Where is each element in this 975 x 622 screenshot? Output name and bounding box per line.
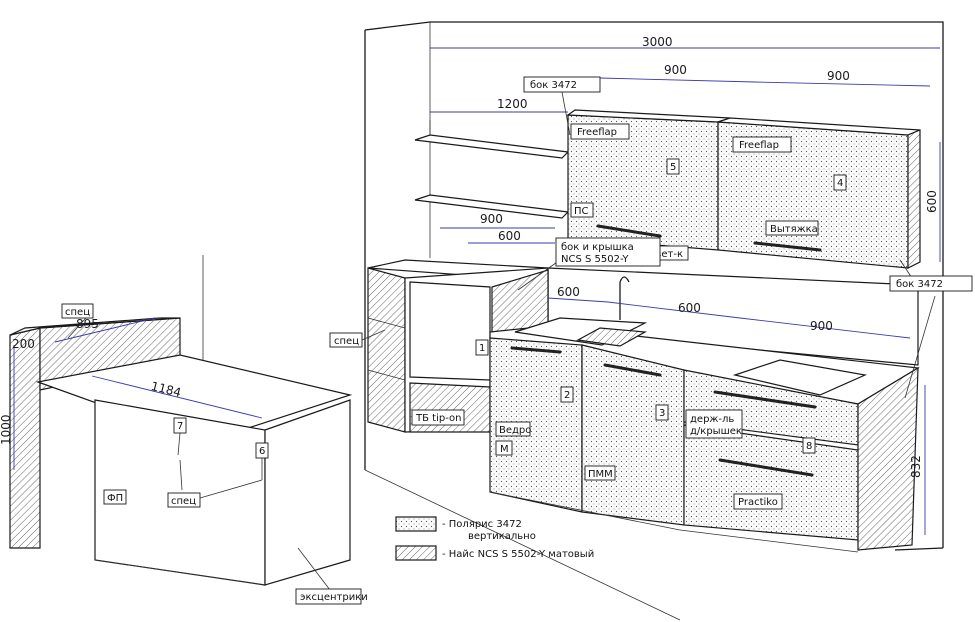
svg-text:ФП: ФП [107,493,123,504]
svg-text:держ-ль: держ-ль [690,414,734,425]
svg-text:бок 3472: бок 3472 [530,80,577,91]
label-ekscentriki: эксцентрики [295,588,368,605]
svg-text:Ведро: Ведро [499,425,531,436]
upper-cabinets [566,109,921,269]
svg-text:1000: 1000 [0,414,13,445]
label-practika: Practiko [733,493,783,510]
countertop [489,276,920,405]
svg-text:8: 8 [806,441,812,452]
marker-6: 6 [255,442,269,459]
marker-1: 1 [475,339,489,356]
svg-text:бок 3472: бок 3472 [896,279,943,290]
label-pmm: ПММ [584,465,616,481]
svg-text:600: 600 [678,301,701,315]
dimension-text: 3000 900 900 1200 600 900 600 600 600 90… [0,35,939,478]
svg-text:- Найс NCS S 5502-Y матовый: - Найс NCS S 5502-Y матовый [442,549,594,560]
svg-text:3: 3 [659,408,665,419]
svg-text:2: 2 [564,390,570,401]
label-spec-island-bottom: спец [167,492,201,508]
svg-text:900: 900 [480,212,503,226]
svg-text:вертикально: вертикально [468,531,536,542]
label-bok-right: бок 3472 [889,275,973,292]
wall-shelves [414,120,570,219]
svg-text:Freeflap: Freeflap [577,127,617,138]
label-freeflap-left: Freeflap [570,123,630,140]
svg-text:свет-к: свет-к [650,249,683,260]
marker-7: 7 [173,417,187,434]
base-cabinet-3 [581,344,685,526]
label-spec-tall: спец [329,332,363,348]
label-vedro: Ведро [495,421,531,437]
svg-text:спец: спец [65,307,90,318]
svg-text:спец: спец [334,336,359,347]
svg-text:Freeflap: Freeflap [739,140,779,151]
svg-text:600: 600 [557,285,580,299]
legend-item-nais: - Найс NCS S 5502-Y матовый [395,545,594,561]
svg-text:бок и крышка: бок и крышка [561,242,634,253]
svg-text:200: 200 [12,337,35,351]
svg-text:6: 6 [259,446,265,457]
svg-text:600: 600 [925,190,939,213]
label-bok-krishka: бок и крышка NCS S 5502-Y [555,237,661,267]
svg-text:832: 832 [909,455,923,478]
svg-text:д/крышек: д/крышек [690,426,742,437]
base-cabinet-8 [683,424,859,541]
svg-text:3000: 3000 [642,35,673,49]
marker-8: 8 [802,437,816,454]
base-cabinets [489,337,919,553]
svg-text:Вытяжка: Вытяжка [770,224,818,235]
svg-text:900: 900 [664,63,687,77]
label-bok-top: бок 3472 [523,76,601,93]
marker-2: 2 [560,386,574,403]
svg-text:NCS S 5502-Y: NCS S 5502-Y [561,254,629,265]
label-spec-island: спец [61,303,94,319]
svg-text:900: 900 [827,69,850,83]
legend: - Полярис 3472 вертикально - Найс NCS S … [395,516,594,561]
svg-text:- Полярис 3472: - Полярис 3472 [442,519,522,530]
label-tb-tipon: ТБ tip-on [411,409,465,426]
marker-4: 4 [833,174,847,191]
svg-text:1200: 1200 [497,97,528,111]
svg-text:600: 600 [498,229,521,243]
svg-text:М: М [500,444,509,455]
svg-text:ПС: ПС [574,206,589,217]
svg-text:5: 5 [670,162,676,173]
svg-text:ТБ tip-on: ТБ tip-on [415,413,461,424]
svg-text:спец: спец [171,496,196,507]
marker-3: 3 [655,404,669,421]
dimension-lines [13,47,941,535]
island [9,317,353,586]
svg-text:4: 4 [837,178,843,189]
legend-item-polyaris: - Полярис 3472 вертикально [395,516,536,542]
svg-text:Practiko: Practiko [738,497,778,508]
label-m: М [495,440,513,456]
svg-text:1: 1 [479,343,485,354]
svg-text:895: 895 [76,317,99,331]
svg-text:эксцентрики: эксцентрики [300,592,368,603]
label-pc: ПС [570,202,594,218]
label-derzh: держ-ль д/крышек [685,409,743,439]
hob [732,359,868,396]
svg-text:7: 7 [177,421,183,432]
label-vytyazhka: Вытяжка [765,220,819,236]
svg-text:ПММ: ПММ [588,469,613,480]
label-fp: ФП [103,489,127,505]
marker-5: 5 [666,158,680,175]
label-freeflap-right: Freeflap [732,136,792,153]
svg-text:900: 900 [810,319,833,333]
